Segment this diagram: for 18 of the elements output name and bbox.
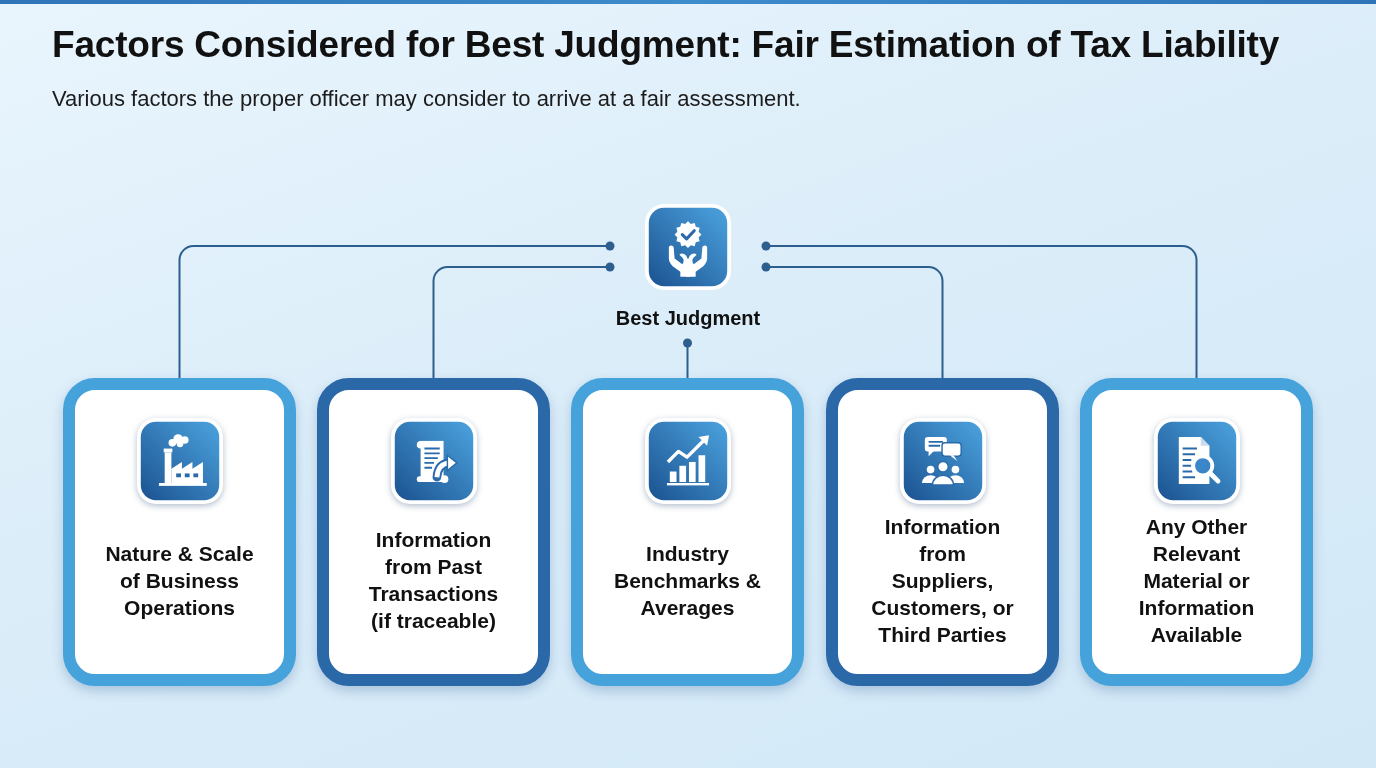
connector-line <box>432 262 615 379</box>
card-label: Any Other Relevant Material or Information Available <box>1137 513 1256 648</box>
card-label: Information from Suppliers, Customers, or Third Parties <box>870 513 1015 648</box>
connector-line <box>761 262 944 379</box>
connector-line <box>761 241 1198 379</box>
card-label: Information from Past Transactions (if traceable) <box>367 527 500 634</box>
factor-card <box>571 378 804 686</box>
title: Factors Considered for Best Judgment: Fair Estimation of Tax Liability <box>52 24 1280 66</box>
connector-line <box>178 241 615 379</box>
subtitle: Various factors the proper officer may consider to arrive at a fair assessment. <box>52 86 801 112</box>
node-label: Best Judgment <box>615 307 761 330</box>
connector-line <box>683 338 692 379</box>
card-label: Industry Benchmarks & Averages <box>612 540 763 621</box>
card-label: Nature & Scale of Business Operations <box>104 540 255 621</box>
factor-card <box>1080 378 1313 686</box>
factor-card <box>63 378 296 686</box>
factor-card <box>826 378 1059 686</box>
factor-card <box>317 378 550 686</box>
